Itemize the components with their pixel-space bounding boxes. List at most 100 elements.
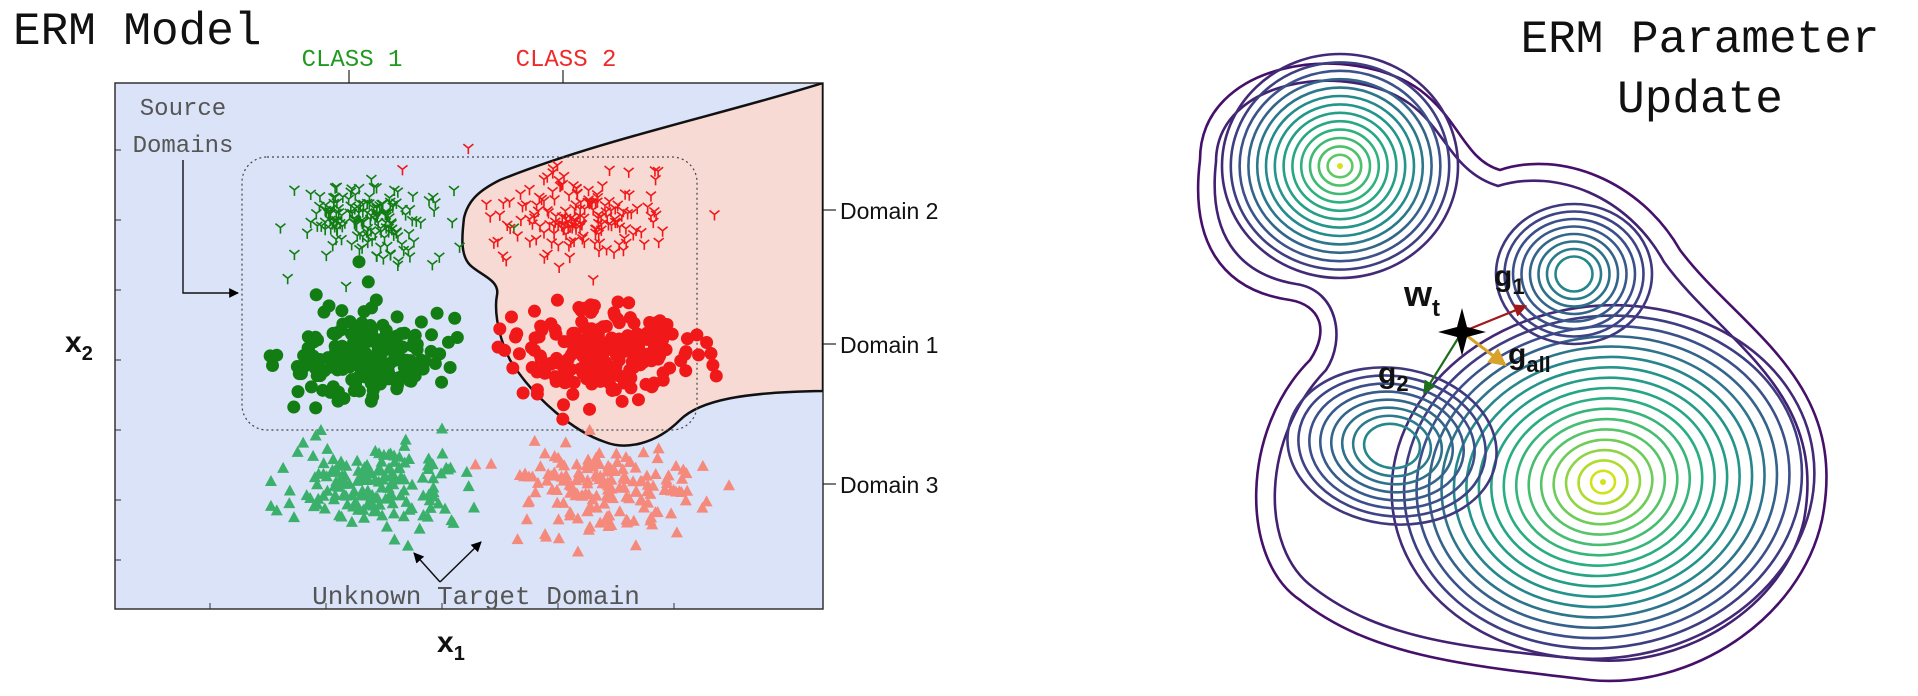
contour-ring-upper-left [1264,94,1416,238]
class2-domain1-point [645,323,659,337]
class1-domain1-point [335,304,349,318]
contour-ring-upper-left [1229,61,1451,271]
class1-domain1-point [424,344,438,358]
class1-domain3-point [413,522,426,534]
erm-model-title: ERM Model [13,6,261,58]
class1-domain2-point [353,244,365,256]
class1-domain3-point [356,484,369,496]
class2-domain1-point [665,327,679,341]
class2-domain1-point [624,371,638,385]
basin-minimum [1600,479,1606,485]
class2-domain3-point [594,516,607,528]
class2-domain3-point [582,523,595,535]
class1-domain1-point [391,371,405,385]
class1-domain3-point [318,502,331,514]
class2-domain1-point [622,296,636,310]
class2-domain3-point [602,520,615,532]
class2-domain1-point [550,293,564,307]
class2-domain1-point [585,350,599,364]
contour-ring-lower-right [1427,334,1779,630]
class1-domain2-point [383,223,395,235]
class2-domain3-point [602,459,615,471]
class2-domain1-point [584,322,598,336]
contour-ring-upper-right [1503,210,1645,338]
class2-domain2-point [497,251,509,262]
class2-domain2-point [652,166,664,178]
class1-domain3-point [321,442,334,454]
class2-domain2-point [657,226,669,237]
contour-ring-left [1319,390,1465,502]
class2-domain3-point [529,486,542,498]
class1-domain3-point [393,450,406,462]
contour-ring-lower-right [1440,345,1766,619]
class2-domain3-point [649,467,662,479]
class2-domain1-point [530,383,544,397]
class1-domain3-point [383,462,396,474]
class2-domain3-point [550,484,563,496]
g2-label: g2 [1378,357,1409,396]
class2-domain2-point [645,191,657,202]
class1-domain3-point [388,533,401,545]
class1-domain3-point [311,498,324,510]
class1-domain2-point [305,189,317,201]
class2-domain2-point [625,208,637,220]
class2-domain3-point [611,455,624,467]
contour-ring-lower-right [1577,459,1629,505]
class2-domain3-point [608,465,621,477]
class2-domain1-point [525,341,539,355]
class2-domain1-point [615,394,629,408]
class2-domain1-point [583,402,597,416]
class2-domain3-point [629,461,642,473]
x-axis-label: x1 [437,626,465,665]
class1-domain3-point [311,478,324,490]
class1-domain3-point [369,473,382,485]
class2-domain3-point [665,507,678,519]
contour-ring-lower-right [1465,366,1741,598]
class1-domain2-point [346,239,358,251]
class1-domain2-point [327,192,339,204]
class1-domain1-point [361,275,375,289]
class2-domain2-point [605,205,617,217]
class1-domain3-point [387,478,400,490]
loss-contours [1196,52,1828,683]
class2-domain2-point [647,217,659,229]
target-arrow-left [413,552,441,583]
class1-domain3-point [277,461,290,473]
class1-domain1-point [308,361,322,375]
class1-domain1-point [324,360,338,374]
class1-domain1-point [293,366,307,380]
class1-domain2-point [392,187,404,198]
class2-domain1-point [556,412,570,426]
contour-ring-lower-right [1477,376,1729,588]
class2-domain2-point [599,200,611,212]
class2-domain1-point [611,295,625,309]
class2-domain3-point [534,460,547,472]
class1-domain1-point [410,358,424,372]
class2-domain3-point [520,513,533,525]
class2-domain3-point [555,456,568,468]
class2-domain2-point [576,233,588,245]
class1-domain3-point [467,501,480,513]
class1-domain2-point [320,250,332,262]
contour-ring-upper-left [1247,77,1433,255]
erm-parameter-update-panel: ERM Parameter Update wt g1 g2 gall [1196,14,1879,683]
class2-domain3-point [630,485,643,497]
class2-domain3-point [627,514,640,526]
contour-ring-lower-right [1390,303,1816,661]
class1-domain3-point [462,480,475,492]
class2-domain2-point [619,189,631,200]
class1-domain2-point [433,252,445,263]
class2-domain2-point [504,223,516,235]
class1-domain3-point [394,489,407,501]
class1-domain3-point [436,447,449,459]
class1-domain1-point [435,375,449,389]
class2-domain1-point [557,398,571,412]
class1-domain3-point [354,472,367,484]
class1-domain2-point [377,254,389,265]
class1-domain2-point [345,201,357,212]
class1-domain2-point [429,198,441,209]
class1-domain3-point [291,445,304,457]
class1-domain3-point [442,463,455,475]
class2-domain2-point [484,212,496,223]
class2-domain3-point [662,469,675,481]
